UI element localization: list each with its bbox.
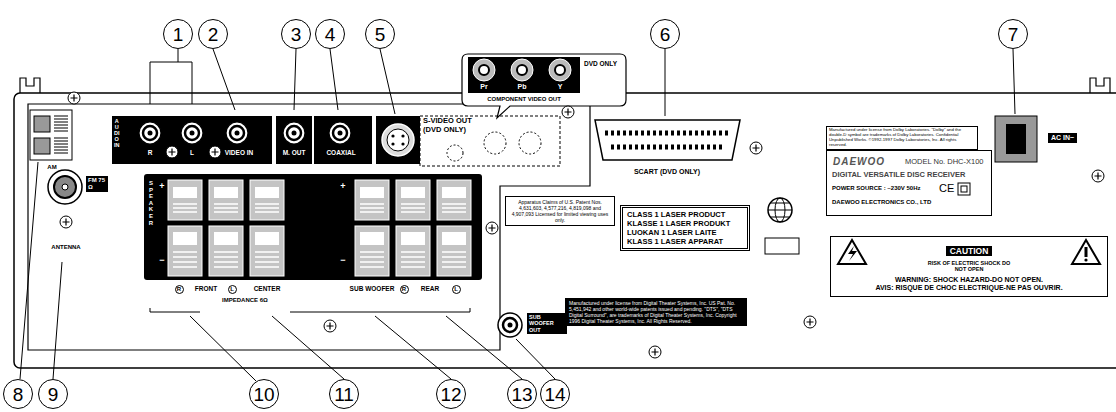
box-text: CAUTION bbox=[946, 246, 993, 256]
callout-number: 8 bbox=[13, 385, 24, 404]
box-text: AVIS: RISQUE DE CHOC ELECTRIQUE-NE PAS O… bbox=[833, 284, 1105, 293]
jack-label: S-VIDEO OUT (DVD ONLY) bbox=[423, 117, 479, 134]
callout-number: 3 bbox=[291, 25, 302, 44]
channel-label: CENTER bbox=[254, 285, 281, 292]
callout-number: 2 bbox=[208, 25, 219, 44]
channel-label: R bbox=[175, 285, 184, 294]
box-text: POWER SOURCE : ~230V 50Hz bbox=[832, 185, 921, 191]
channel-label: L bbox=[452, 285, 461, 294]
terminal-label: ANTENNA bbox=[51, 244, 80, 251]
callout-number: 11 bbox=[334, 385, 354, 404]
jack-group-label: AUDIO IN bbox=[114, 118, 120, 148]
box-text: Manufactured under license from Digital … bbox=[569, 300, 743, 324]
box-text: WARNING: SHOCK HAZARD-DO NOT OPEN. bbox=[833, 276, 1105, 285]
box-text: DAEWOO ELECTRONICS CO., LTD bbox=[832, 199, 931, 205]
callout-circle: 8 bbox=[3, 379, 33, 409]
callout-circle: 7 bbox=[998, 19, 1028, 49]
jack-group-label: COMPONENT VIDEO OUT bbox=[487, 96, 561, 103]
callout-number: 6 bbox=[660, 25, 671, 44]
callout-circle: 6 bbox=[650, 19, 680, 49]
callout-number: 10 bbox=[253, 385, 274, 404]
caution-box: CAUTION RISK OF ELECTRIC SHOCK DO NOT OPE… bbox=[830, 236, 1108, 297]
terminal-label: AM bbox=[47, 164, 56, 171]
polarity-sign: − bbox=[340, 255, 345, 265]
callout-circle: 4 bbox=[315, 19, 345, 49]
box-text: DAEWOO bbox=[833, 156, 885, 167]
polarity-sign: + bbox=[159, 181, 164, 191]
jack-label: Pb bbox=[518, 83, 527, 91]
box-text: DIGITAL VERSATILE DISC RECEIVER bbox=[832, 170, 965, 179]
callout-circle: 2 bbox=[198, 19, 228, 49]
box-text: Apparatus Claims of U.S. Patent Nos. 4,6… bbox=[509, 199, 611, 223]
callout-circle: 1 bbox=[163, 19, 193, 49]
callout-number: 9 bbox=[48, 385, 59, 404]
box-text: CE bbox=[939, 182, 954, 194]
connector-label: AC IN~ bbox=[1048, 133, 1077, 143]
note-label: DVD ONLY bbox=[584, 60, 617, 67]
connector-label: SCART (DVD ONLY) bbox=[634, 168, 700, 176]
connector-label: SUB WOOFER OUT bbox=[527, 313, 567, 334]
jack-label: VIDEO IN bbox=[225, 149, 254, 156]
box-text: LUOKAN 1 LASER LAITE bbox=[627, 228, 743, 237]
patent-box: Apparatus Claims of U.S. Patent Nos. 4,6… bbox=[505, 196, 615, 226]
callout-number: 5 bbox=[375, 25, 386, 44]
terminal-label: FM 75 Ω bbox=[86, 176, 108, 192]
callout-number: 7 bbox=[1008, 25, 1019, 44]
callout-circle: 3 bbox=[281, 19, 311, 49]
box-text: Manufactured under license from Dolby La… bbox=[829, 128, 975, 148]
callout-number: 12 bbox=[440, 385, 461, 404]
callout-number: 14 bbox=[544, 385, 565, 404]
channel-label: REAR bbox=[421, 285, 439, 292]
channel-label: L bbox=[228, 285, 237, 294]
box-text: CLASS 1 LASER PRODUCT bbox=[627, 210, 743, 219]
callout-circle: 5 bbox=[365, 19, 395, 49]
polarity-sign: − bbox=[159, 255, 164, 265]
laser-class-box: CLASS 1 LASER PRODUCTKLASSE 1 LASER PROD… bbox=[620, 205, 750, 251]
jack-label: L bbox=[190, 149, 194, 156]
license-box: Manufactured under license from Dolby La… bbox=[826, 126, 978, 150]
box-text: KLASS 1 LASER APPARAT bbox=[627, 237, 743, 246]
callout-number: 1 bbox=[173, 25, 184, 44]
callout-number: 4 bbox=[325, 25, 336, 44]
jack-label: M. OUT bbox=[283, 149, 306, 156]
jack-label: COAXIAL bbox=[326, 149, 355, 156]
polarity-sign: + bbox=[340, 181, 345, 191]
callout-number: 13 bbox=[511, 385, 532, 404]
channel-label: FRONT bbox=[195, 285, 217, 292]
jack-label: Pr bbox=[480, 83, 487, 91]
channel-label: SUB WOOFER bbox=[350, 285, 395, 292]
jack-label: Y bbox=[558, 83, 563, 91]
box-text: RISK OF ELECTRIC SHOCK DO NOT OPEN bbox=[923, 260, 1015, 273]
box-text: KLASSE 1 LASER PRODUKT bbox=[627, 219, 743, 228]
model-plate: DAEWOO MODEL No. DHC-X100DIGITAL VERSATIL… bbox=[826, 150, 992, 216]
jack-label: R bbox=[148, 149, 153, 156]
callout-circle: 9 bbox=[38, 379, 68, 409]
callout-circle: 11 bbox=[329, 379, 359, 409]
callout-circle: 14 bbox=[540, 379, 570, 409]
callout-circle: 10 bbox=[249, 379, 279, 409]
terminal-group-label: SPEAKER bbox=[148, 180, 154, 226]
dts-license-box: Manufactured under license from Digital … bbox=[565, 298, 747, 326]
callout-circle: 12 bbox=[436, 379, 466, 409]
channel-label: R bbox=[400, 285, 409, 294]
box-text: MODEL No. DHC-X100 bbox=[905, 157, 984, 166]
callout-circle: 13 bbox=[507, 379, 537, 409]
spec-label: IMPEDANCE 6Ω bbox=[222, 297, 268, 304]
